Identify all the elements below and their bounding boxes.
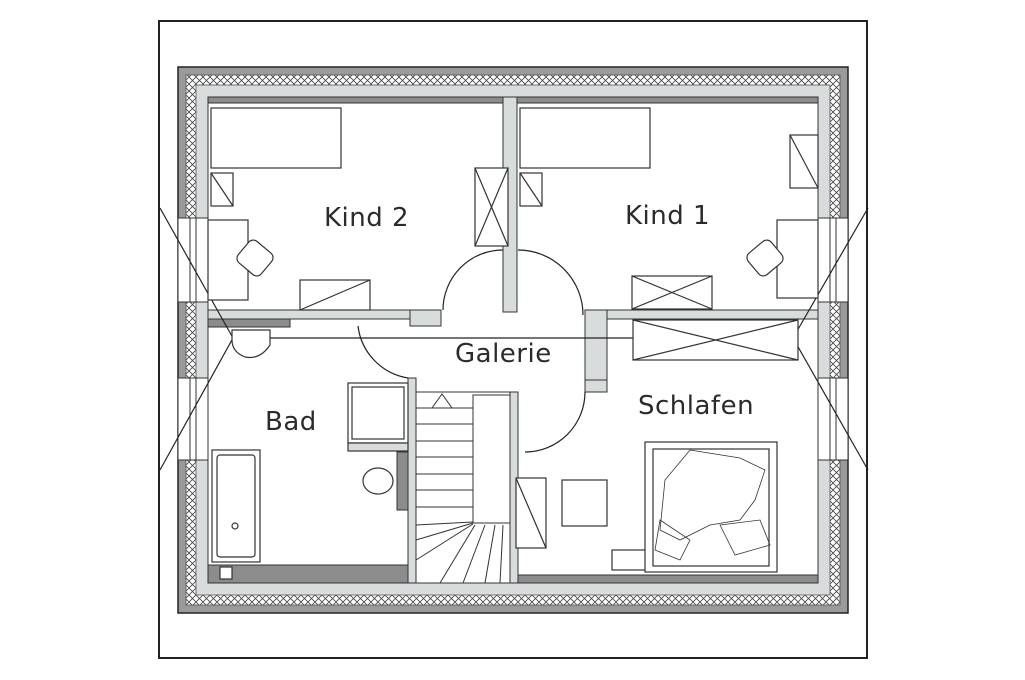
interior-walls <box>207 96 819 584</box>
doors <box>357 249 586 453</box>
room-label-galerie: Galerie <box>455 339 552 369</box>
kind1-furniture <box>519 107 819 310</box>
room-label-kind1: Kind 1 <box>625 201 711 231</box>
room-label-bad: Bad <box>265 407 317 437</box>
staircase <box>415 391 511 584</box>
schlafen-furniture <box>515 319 799 573</box>
kind2-furniture <box>207 107 509 311</box>
room-label-schlafen: Schlafen <box>638 391 755 421</box>
bad-furniture <box>211 329 409 580</box>
room-label-kind2: Kind 2 <box>324 203 410 233</box>
